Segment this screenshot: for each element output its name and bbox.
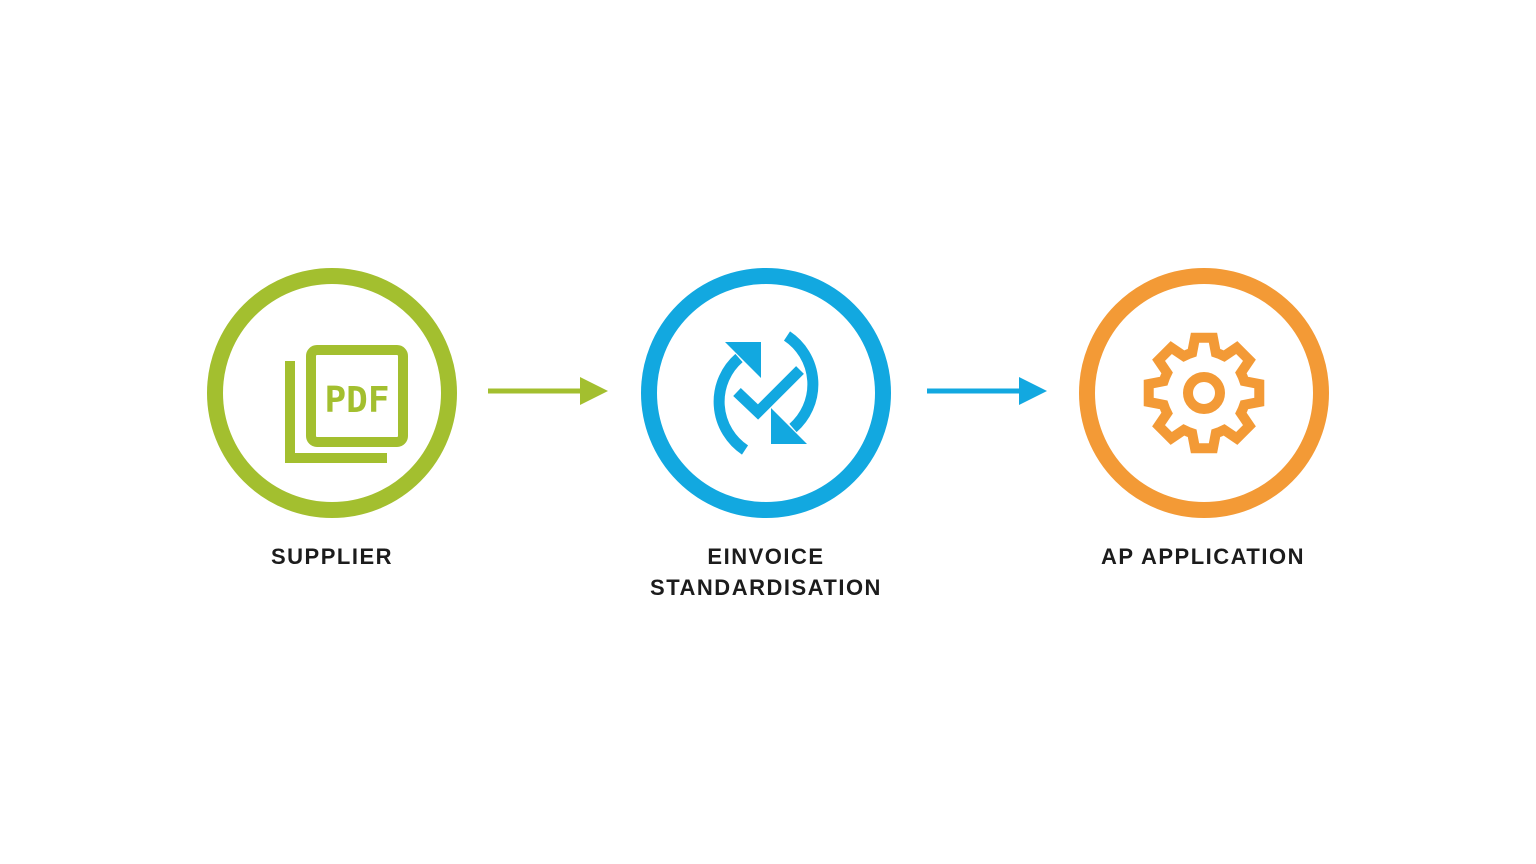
ap-label-line: AP APPLICATION bbox=[1101, 544, 1305, 569]
einvoice-label-line-1: EINVOICE bbox=[707, 544, 825, 569]
ap-label: AP APPLICATION bbox=[1043, 541, 1363, 572]
sync-check-icon bbox=[713, 331, 819, 455]
pdf-documents-icon: PDF bbox=[285, 345, 408, 463]
ap-circle bbox=[1079, 268, 1329, 518]
einvoice-label: EINVOICE STANDARDISATION bbox=[606, 541, 926, 603]
einvoice-circle bbox=[641, 268, 891, 518]
supplier-circle: PDF bbox=[207, 268, 457, 518]
supplier-label-line: SUPPLIER bbox=[270, 544, 394, 569]
arrow-einvoice-to-ap bbox=[927, 377, 1047, 405]
supplier-label: SUPPLIER bbox=[172, 541, 492, 572]
gear-icon bbox=[1143, 332, 1265, 454]
pdf-icon-text: PDF bbox=[324, 380, 389, 421]
arrow-supplier-to-einvoice bbox=[488, 377, 608, 405]
einvoice-label-line-2: STANDARDISATION bbox=[650, 575, 882, 600]
